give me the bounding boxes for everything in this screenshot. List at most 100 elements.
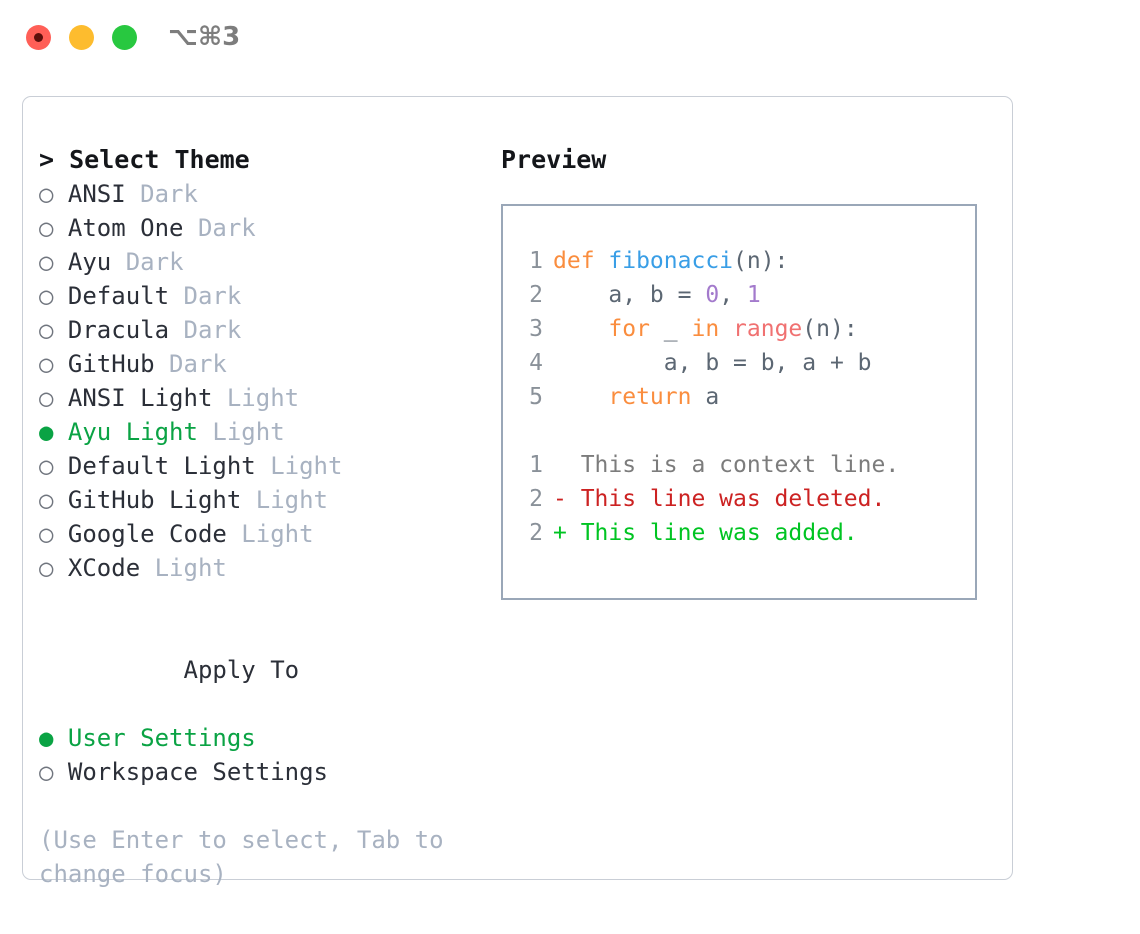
code-token: a <box>705 384 720 410</box>
theme-option-label: Dracula <box>67 316 170 344</box>
theme-option[interactable]: ○ ANSI Dark <box>39 177 479 211</box>
left-column: > Select Theme ○ ANSI Dark○ Atom One Dar… <box>39 143 479 891</box>
code-token <box>553 384 608 410</box>
code-token: 0 <box>705 282 720 308</box>
radio-unselected-icon: ○ <box>39 214 68 242</box>
code-token: def <box>553 248 609 274</box>
theme-option[interactable]: ○ Default Light Light <box>39 449 479 483</box>
radio-unselected-icon: ○ <box>39 248 68 276</box>
window-title: ⌥⌘3 <box>168 22 241 52</box>
code-token: (n): <box>802 316 858 342</box>
diff-line: 2 + This line was added. <box>521 516 975 550</box>
theme-option[interactable]: ○ ANSI Light Light <box>39 381 479 415</box>
theme-option-kind: Light <box>212 384 300 412</box>
diff-text: + This line was added. <box>553 520 858 546</box>
code-token: for <box>608 316 664 342</box>
theme-option[interactable]: ○ Default Dark <box>39 279 479 313</box>
radio-unselected-icon: ○ <box>39 282 68 310</box>
code-diff-spacer <box>521 414 975 448</box>
theme-option-kind: Dark <box>169 316 242 344</box>
radio-unselected-icon: ○ <box>39 316 68 344</box>
radio-unselected-icon: ○ <box>39 180 68 208</box>
code-token: _ <box>663 316 692 342</box>
theme-option-label: Atom One <box>67 214 184 242</box>
theme-option-kind: Light <box>197 418 285 446</box>
radio-unselected-icon: ○ <box>39 758 68 786</box>
apply-to-indent <box>155 656 184 684</box>
content-panel: > Select Theme ○ ANSI Dark○ Atom One Dar… <box>22 96 1013 888</box>
theme-option[interactable]: ○ Dracula Dark <box>39 313 479 347</box>
theme-option-kind: Dark <box>154 350 227 378</box>
select-theme-heading: > Select Theme <box>39 145 250 174</box>
spacer <box>39 585 479 619</box>
preview-heading: Preview <box>501 145 607 174</box>
diff-text: This is a context line. <box>553 452 900 478</box>
close-button[interactable] <box>26 25 51 50</box>
theme-option[interactable]: ● Ayu Light Light <box>39 415 479 449</box>
apply-to-heading: Apply To <box>39 619 479 721</box>
theme-option-kind: Dark <box>169 282 242 310</box>
theme-option-label: GitHub Light <box>67 486 242 514</box>
line-number: 2 <box>529 282 543 308</box>
code-token: , <box>719 282 747 308</box>
radio-selected-icon: ● <box>39 724 68 752</box>
theme-option[interactable]: ○ Google Code Light <box>39 517 479 551</box>
theme-option-label: GitHub <box>67 350 155 378</box>
diff-sample: 1 This is a context line. 2 - This line wa… <box>521 448 975 550</box>
maximize-button[interactable] <box>112 25 137 50</box>
theme-option-kind: Dark <box>111 248 184 276</box>
code-token: return <box>608 384 706 410</box>
radio-selected-icon: ● <box>39 418 68 446</box>
apply-to-option-label: User Settings <box>67 724 256 752</box>
theme-list[interactable]: ○ ANSI Dark○ Atom One Dark○ Ayu Dark○ De… <box>39 177 479 585</box>
theme-option[interactable]: ○ GitHub Light Light <box>39 483 479 517</box>
theme-option-kind: Dark <box>125 180 198 208</box>
radio-unselected-icon: ○ <box>39 554 68 582</box>
diff-text: - This line was deleted. <box>553 486 886 512</box>
theme-option-label: ANSI Light <box>67 384 213 412</box>
theme-option[interactable]: ○ Atom One Dark <box>39 211 479 245</box>
theme-option-label: ANSI <box>67 180 126 208</box>
code-token <box>553 316 608 342</box>
radio-unselected-icon: ○ <box>39 486 68 514</box>
radio-unselected-icon: ○ <box>39 350 68 378</box>
code-line: 5 return a <box>521 380 975 414</box>
line-number: 5 <box>529 384 543 410</box>
apply-to-option[interactable]: ○ Workspace Settings <box>39 755 479 789</box>
code-token: fibonacci <box>608 248 734 274</box>
theme-option[interactable]: ○ GitHub Dark <box>39 347 479 381</box>
apply-to-option[interactable]: ● User Settings <box>39 721 479 755</box>
line-number: 4 <box>529 350 543 376</box>
code-line: 2 a, b = 0, 1 <box>521 278 975 312</box>
radio-unselected-icon: ○ <box>39 384 68 412</box>
theme-option-kind: Light <box>255 452 343 480</box>
code-token: 1 <box>746 282 761 308</box>
line-number: 2 <box>529 520 543 546</box>
theme-option-label: Google Code <box>67 520 227 548</box>
theme-option-label: XCode <box>67 554 141 582</box>
title-bar: ⌥⌘3 <box>0 0 1140 78</box>
diff-line: 1 This is a context line. <box>521 448 975 482</box>
traffic-lights <box>26 25 137 50</box>
apply-to-list[interactable]: ● User Settings○ Workspace Settings <box>39 721 479 789</box>
theme-option-kind: Dark <box>183 214 256 242</box>
theme-option[interactable]: ○ XCode Light <box>39 551 479 585</box>
theme-option-kind: Light <box>140 554 227 582</box>
radio-unselected-icon: ○ <box>39 452 68 480</box>
line-number: 2 <box>529 486 543 512</box>
code-token: in <box>691 316 734 342</box>
minimize-button[interactable] <box>69 25 94 50</box>
theme-option-label: Ayu <box>67 248 112 276</box>
theme-option-label: Ayu Light <box>67 418 198 446</box>
theme-option[interactable]: ○ Ayu Dark <box>39 245 479 279</box>
theme-option-kind: Light <box>226 520 314 548</box>
code-token: range <box>733 316 803 342</box>
code-token: (n): <box>733 248 789 274</box>
code-token: a, b = <box>553 282 706 308</box>
line-number: 3 <box>529 316 543 342</box>
theme-option-kind: Light <box>241 486 328 514</box>
diff-line: 2 - This line was deleted. <box>521 482 975 516</box>
